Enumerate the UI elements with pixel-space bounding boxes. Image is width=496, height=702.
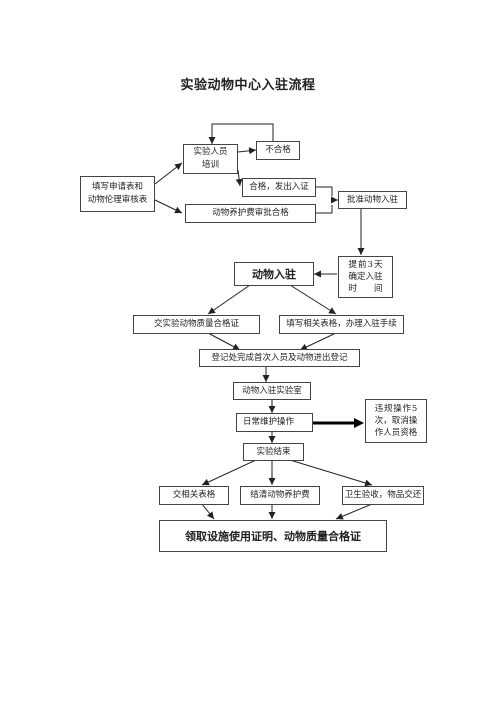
enter-lab-box: 动物入驻实验室 — [233, 382, 311, 400]
unqualified-box: 不合格 — [256, 141, 300, 160]
arrow-end-to-forms — [201, 459, 257, 486]
arrow-fee-to-approve — [316, 205, 333, 214]
daily-maintenance-box: 日常维护操作 — [236, 413, 313, 432]
arrow-training-to-unqualified — [237, 147, 257, 155]
training-box: 实验人员 培训 — [183, 144, 238, 174]
violation-box: 违规操作5 次，取消操 作人员资格 — [365, 399, 427, 443]
arrow-forms-to-registration — [299, 332, 337, 351]
fee-approval-box: 动物养护费审批合格 — [185, 204, 316, 223]
three-days-box: 提前3天 确定入驻 时间 — [338, 256, 393, 298]
arrow-forms-to-final — [201, 503, 215, 520]
settle-fees-box: 结清动物养护费 — [240, 486, 320, 505]
quality-cert-box: 交实验动物质量合格证 — [133, 315, 260, 334]
arrow-cert-to-registration — [207, 332, 241, 351]
registration-box: 登记处完成首次入员及动物进出登记 — [199, 349, 360, 367]
experiment-end-box: 实验结束 — [243, 443, 304, 461]
qualified-box: 合格，发出入证 — [242, 178, 316, 197]
final-certificate-box: 领取设施使用证明、动物质量合格证 — [159, 520, 387, 552]
arrow-application-to-training — [154, 162, 183, 185]
arrow-entry-to-forms — [289, 284, 337, 315]
arrow-training-to-qualified — [235, 169, 243, 187]
page-title: 实验动物中心入驻流程 — [180, 78, 316, 93]
approve-entry-box: 批准动物入驻 — [338, 191, 407, 209]
arrow-unqualified-loop — [208, 123, 274, 144]
hygiene-check-box: 卫生验收，物品交还 — [342, 486, 424, 505]
submit-forms-box: 交相关表格 — [159, 486, 229, 505]
forms-procedures-box: 填写相关表格，办理入驻手续 — [279, 315, 404, 334]
arrow-end-to-hygiene — [289, 459, 373, 487]
arrow-hygiene-to-final — [335, 503, 373, 520]
arrow-entry-to-cert — [207, 284, 251, 315]
application-box: 填写申请表和 动物伦理审核表 — [80, 176, 155, 212]
arrow-application-to-fee — [154, 199, 183, 214]
arrow-qualified-to-approve — [316, 186, 333, 196]
animal-entry-box: 动物入驻 — [234, 262, 314, 286]
